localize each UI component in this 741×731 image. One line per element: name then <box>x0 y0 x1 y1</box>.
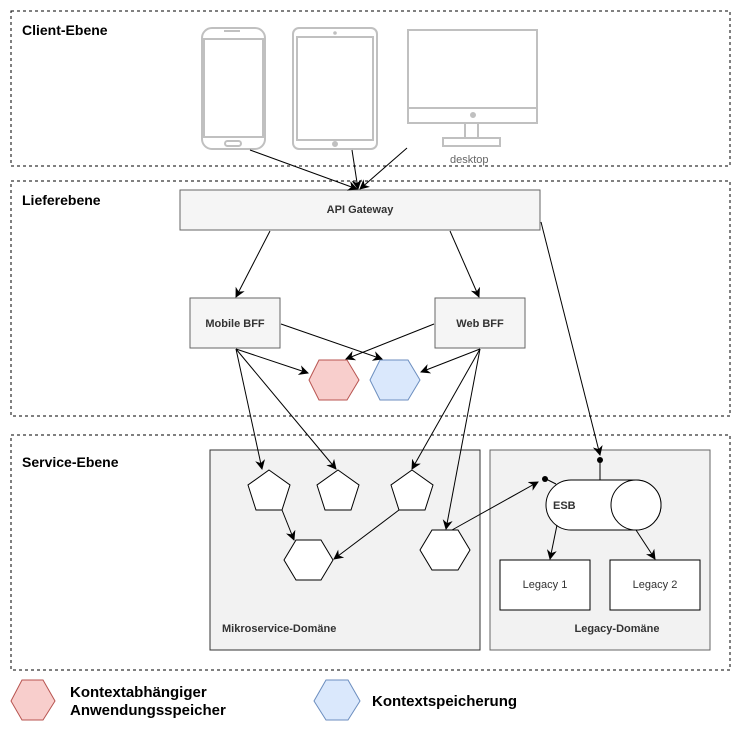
legacy-domain-label: Legacy-Domäne <box>575 623 660 635</box>
legend-red-label-1: Kontextabhängiger <box>70 684 207 701</box>
tablet-icon <box>292 27 378 150</box>
service-layer <box>10 434 731 671</box>
client-layer-label: Client-Ebene <box>22 22 108 38</box>
legend-blue-hexagon-icon <box>313 679 361 721</box>
microservice-hexagon-2[interactable] <box>419 529 471 571</box>
api-gateway-label: API Gateway <box>327 204 395 216</box>
microservice-domain-label: Mikroservice-Domäne <box>222 623 336 635</box>
edge-gateway-webbff <box>449 230 480 298</box>
edge-webbff-red <box>345 323 435 361</box>
edge-ms1-mshex1 <box>281 509 296 541</box>
delivery-layer <box>10 180 731 417</box>
context-app-storage-hexagon[interactable] <box>308 359 360 401</box>
context-storage-hexagon[interactable] <box>369 359 421 401</box>
web-bff[interactable] <box>434 297 526 349</box>
edge-webbff-blue <box>420 348 481 374</box>
desktop-label: desktop <box>450 154 489 166</box>
edge-esb-legacy2 <box>635 529 656 560</box>
delivery-layer-label: Lieferebene <box>22 192 101 208</box>
legend-red-label-2: Anwendungsspeicher <box>70 702 226 719</box>
legacy-1-label: Legacy 1 <box>523 579 568 591</box>
edge-gateway-mobilebff <box>235 230 271 298</box>
api-gateway[interactable] <box>179 189 541 231</box>
microservice-pentagon-3[interactable] <box>390 469 434 511</box>
microservice-pentagon-1[interactable] <box>247 469 291 511</box>
legend-red-hexagon-icon <box>10 679 56 721</box>
edge-webbff-mshex2 <box>442 348 481 530</box>
microservice-pentagon-2[interactable] <box>316 469 360 511</box>
edge-mobilebff-ms2 <box>235 348 337 470</box>
edge-gateway-esb <box>540 221 603 456</box>
edge-tablet-gateway <box>351 149 362 190</box>
desktop-icon <box>407 29 538 147</box>
legacy-1[interactable] <box>499 559 591 611</box>
web-bff-label: Web BFF <box>456 318 504 330</box>
legend-blue-label: Kontextspeicherung <box>372 693 517 710</box>
service-layer-label: Service-Ebene <box>22 454 119 470</box>
edge-ms3-mshex1 <box>333 509 400 560</box>
esb-bus[interactable] <box>545 479 662 531</box>
legacy-2-label: Legacy 2 <box>633 579 678 591</box>
edge-desktop-gateway <box>359 147 408 190</box>
edge-mobilebff-red <box>235 348 309 375</box>
edge-mshex2-esb <box>451 481 539 531</box>
esb-port-left <box>542 476 548 482</box>
mobile-bff[interactable] <box>189 297 281 349</box>
edge-mobilebff-ms1 <box>235 348 265 470</box>
edge-phone-gateway <box>249 149 358 191</box>
microservice-hexagon-1[interactable] <box>283 539 334 581</box>
esb-port-top <box>597 457 603 463</box>
esb-label: ESB <box>553 500 576 512</box>
legacy-2[interactable] <box>609 559 701 611</box>
mobile-bff-label: Mobile BFF <box>205 318 265 330</box>
edge-esb-legacy1 <box>546 524 558 560</box>
client-layer <box>10 10 731 167</box>
smartphone-icon <box>201 27 266 150</box>
edge-mobilebff-blue <box>280 323 383 361</box>
edge-webbff-ms3 <box>411 348 481 470</box>
